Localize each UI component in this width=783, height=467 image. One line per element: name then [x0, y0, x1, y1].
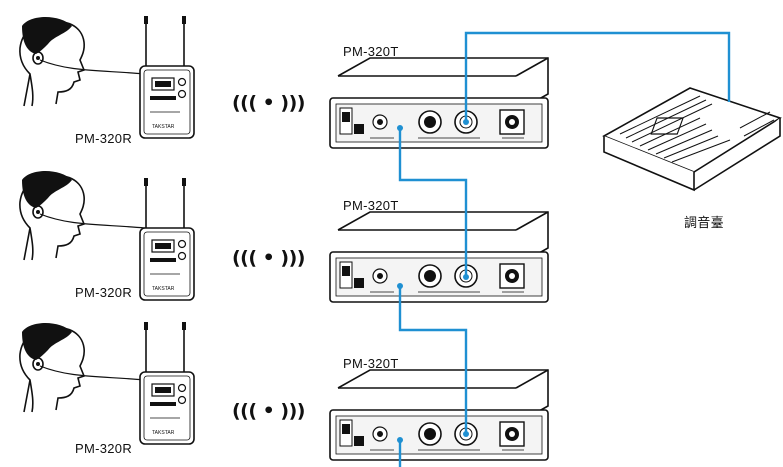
- rack-transmitter-icon: [329, 369, 549, 461]
- receiver-label-3: PM-320R: [75, 441, 133, 456]
- receiver-user-1: [19, 15, 195, 139]
- receiver-label-2: PM-320R: [75, 285, 133, 300]
- transmitter-label-2: PM-320T: [343, 198, 399, 213]
- signal-cables: [398, 31, 731, 467]
- bodypack-receiver-icon: [139, 177, 195, 301]
- transmitter-label-3: PM-320T: [343, 356, 399, 371]
- receiver-user-3: [19, 321, 195, 445]
- person-head-icon: [19, 322, 85, 413]
- transmitter-label-1: PM-320T: [343, 44, 399, 59]
- receiver-user-2: [19, 170, 195, 301]
- mixer-label: 調音臺: [684, 215, 724, 230]
- wireless-signal-icon: ((( • ))): [232, 92, 305, 114]
- cable-tx1-to-tx2: [398, 128, 468, 277]
- bodypack-receiver-icon: [139, 321, 195, 445]
- mixing-console-icon: [602, 87, 782, 192]
- cable-mixer-to-tx1: [464, 31, 731, 122]
- person-head-icon: [19, 16, 85, 107]
- wireless-signal-icon: ((( • ))): [232, 400, 305, 422]
- cable-tx2-to-tx3: [398, 286, 468, 434]
- bodypack-receiver-icon: [139, 15, 195, 139]
- rack-transmitter-icon: [329, 211, 549, 303]
- person-head-icon: [19, 170, 85, 261]
- receiver-label-1: PM-320R: [75, 131, 133, 146]
- wireless-signal-icon: ((( • ))): [232, 247, 305, 269]
- rack-transmitter-icon: [329, 57, 549, 149]
